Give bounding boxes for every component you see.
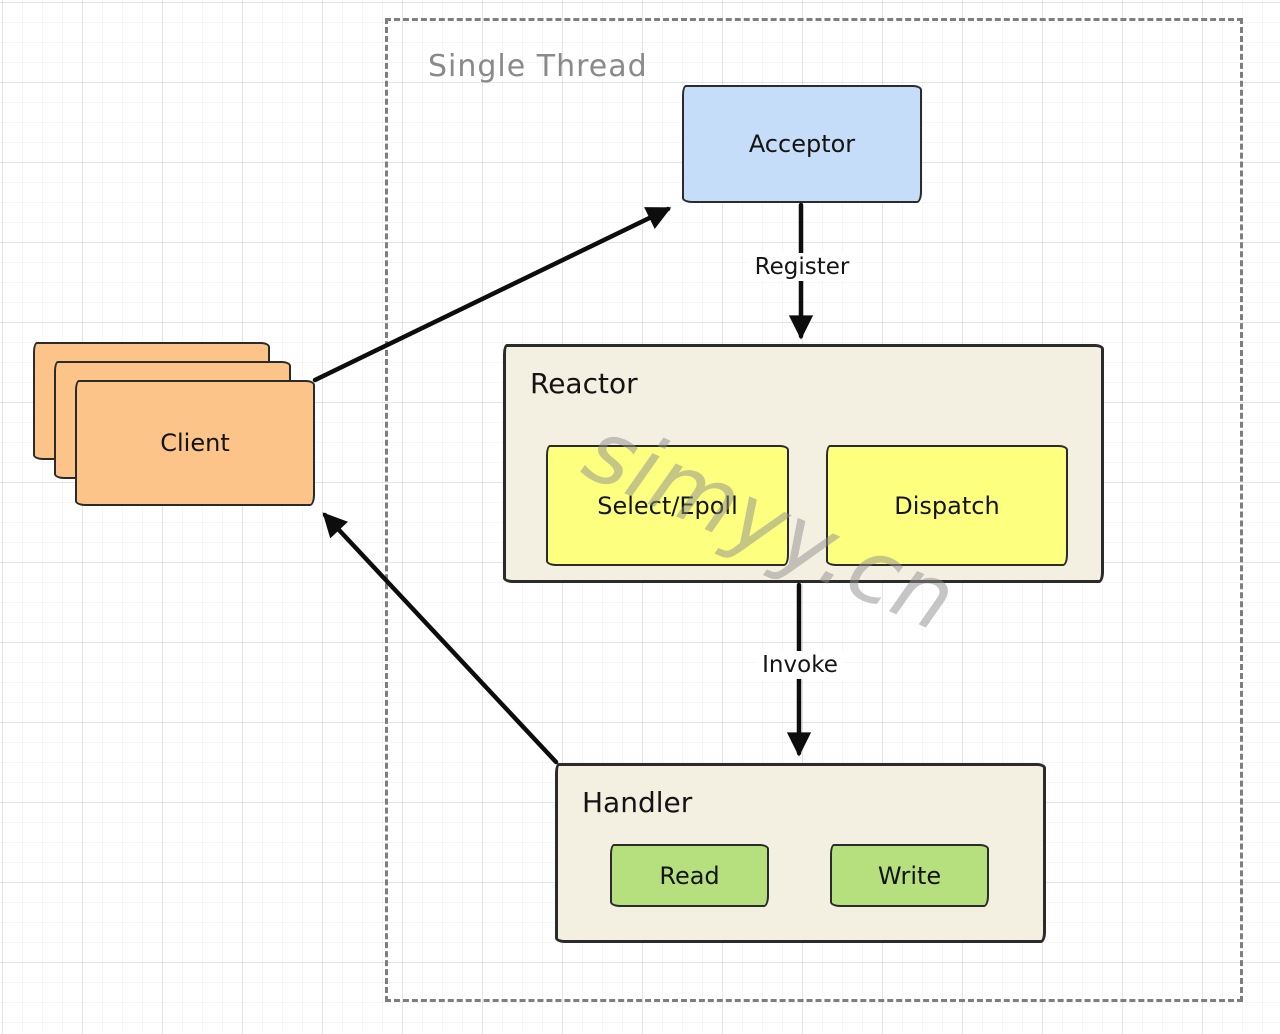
client-label: Client	[160, 429, 230, 457]
select-epoll-label: Select/Epoll	[597, 491, 738, 520]
read-label: Read	[659, 861, 720, 890]
select-epoll-node: Select/Epoll	[546, 445, 789, 566]
reactor-node: Reactor Select/Epoll Dispatch	[503, 344, 1104, 583]
handler-title: Handler	[582, 786, 693, 819]
write-label: Write	[877, 861, 942, 890]
read-node: Read	[610, 844, 769, 907]
register-edge-label: Register	[748, 253, 856, 281]
acceptor-label: Acceptor	[748, 130, 856, 158]
client-card-front: Client	[75, 380, 315, 506]
write-node: Write	[830, 844, 989, 907]
reactor-title: Reactor	[530, 367, 638, 400]
single-thread-boundary: Single Thread	[385, 18, 1243, 1002]
dispatch-node: Dispatch	[826, 445, 1068, 566]
single-thread-label: Single Thread	[428, 49, 648, 84]
handler-node: Handler Read Write	[555, 763, 1046, 943]
acceptor-node: Acceptor	[682, 85, 922, 203]
invoke-edge-label: Invoke	[756, 651, 844, 679]
dispatch-label: Dispatch	[894, 491, 1000, 520]
client-node: Client	[33, 342, 317, 507]
